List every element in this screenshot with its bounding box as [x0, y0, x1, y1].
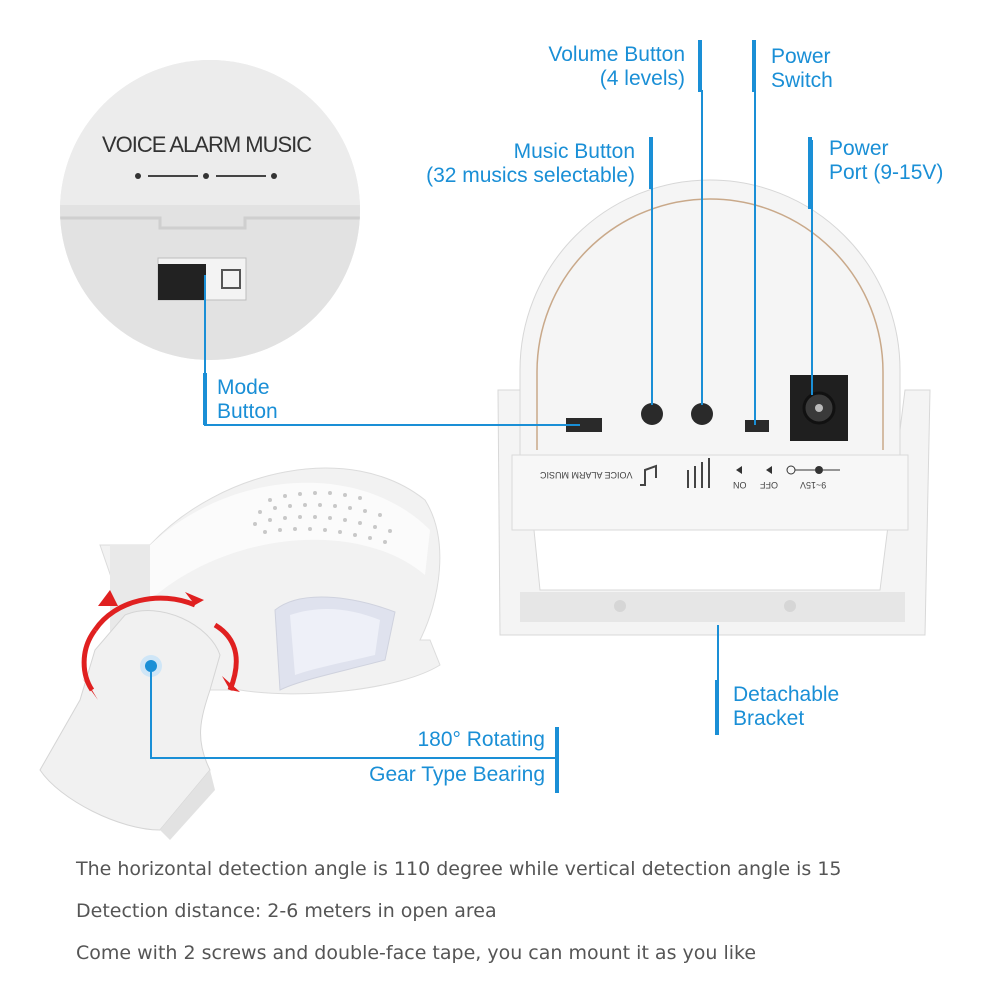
volume-button-label-1: Volume Button: [548, 43, 685, 66]
device-back-view: [497, 179, 931, 636]
music-button-label-1: Music Button: [513, 140, 635, 163]
sensor-device: [39, 467, 441, 840]
rotating-label-1: 180° Rotating: [417, 728, 546, 751]
power-switch-label-1: Power: [771, 45, 831, 68]
power-switch-label-2: Switch: [771, 69, 833, 92]
power-port-label-1: Power: [829, 137, 889, 160]
power-port-bar: [808, 137, 812, 209]
volume-button-label-2: (4 levels): [599, 67, 685, 90]
music-button-bar: [649, 137, 653, 189]
device-switch-label: VOICE ALARM MUSIC: [540, 470, 633, 480]
rotating-label-2: Gear Type Bearing: [369, 763, 545, 786]
mode-button-label-1: Mode: [217, 376, 270, 399]
device-power-label: 9~15V: [800, 480, 827, 490]
power-switch-bar: [752, 40, 756, 92]
rotating-bar: [555, 727, 559, 793]
description-line-3: Come with 2 screws and double-face tape,…: [76, 942, 757, 964]
description-line-1: The horizontal detection angle is 110 de…: [76, 858, 842, 880]
music-button-label-2: (32 musics selectable): [426, 164, 635, 187]
mode-button-bar: [203, 373, 207, 425]
zoom-inset: [60, 60, 360, 360]
device-off-label: OFF: [760, 480, 778, 490]
device-on-label: ON: [733, 480, 747, 490]
bracket-label-1: Detachable: [733, 683, 840, 706]
callout-lines: [150, 40, 813, 759]
bracket-label-2: Bracket: [733, 707, 805, 730]
power-port-label-2: Port (9-15V): [829, 161, 944, 184]
description-line-2: Detection distance: 2-6 meters in open a…: [76, 900, 497, 922]
volume-button-bar: [698, 40, 702, 92]
inset-panel-text: VOICE ALARM MUSIC: [102, 132, 312, 157]
mode-button-label-2: Button: [217, 400, 278, 423]
bracket-bar: [715, 680, 719, 735]
